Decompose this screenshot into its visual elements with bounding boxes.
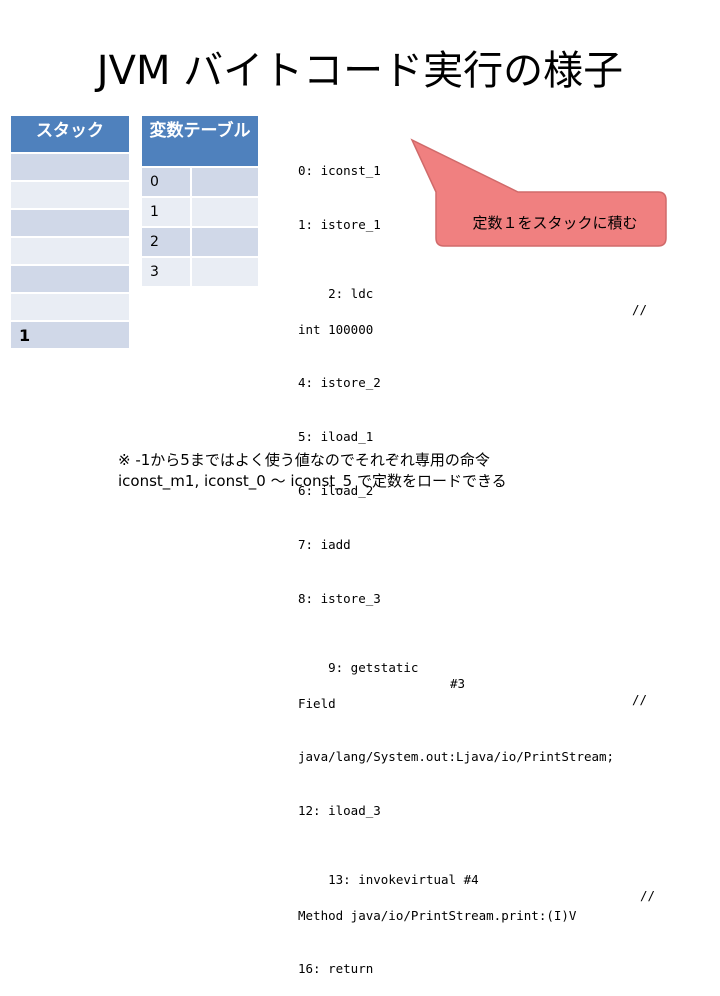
stack-slot	[11, 294, 129, 322]
code-line: 6: iload_2	[298, 483, 374, 498]
footnote: ※ -1から5まではよく使う値なのでそれぞれ専用の命令 iconst_m1, i…	[118, 450, 507, 492]
stack-slot	[11, 266, 129, 294]
footnote-line: ※ -1から5まではよく使う値なのでそれぞれ専用の命令	[118, 451, 490, 469]
variable-row: 2	[142, 228, 258, 258]
code-instruction: 13: invokevirtual #4	[328, 872, 479, 887]
callout-text: 定数１をスタックに積む	[472, 214, 638, 232]
code-line: 9: getstatic #3 //	[298, 644, 698, 707]
code-comment: //	[640, 888, 656, 903]
variable-row: 3	[142, 258, 258, 288]
code-line: 4: istore_2	[298, 375, 381, 390]
variable-row: 0	[142, 168, 258, 198]
variable-value	[190, 228, 258, 256]
variable-value	[190, 258, 258, 286]
footnote-line: iconst_m1, iconst_0 ～ iconst_5 で定数をロードでき…	[118, 472, 507, 490]
code-line: 0: iconst_1	[298, 163, 381, 178]
stack-slot	[11, 154, 129, 182]
code-line: int 100000	[298, 322, 374, 337]
variable-index: 0	[150, 174, 159, 190]
variable-header: 変数テーブル	[142, 116, 258, 168]
code-instruction: 9: getstatic	[328, 660, 419, 675]
code-comment: //	[632, 302, 648, 317]
code-line: 13: invokevirtual #4 //	[298, 856, 698, 903]
stack-header: スタック	[11, 116, 129, 154]
variable-index: 2	[150, 234, 159, 250]
stack-table: スタック 1	[11, 116, 129, 350]
variable-value	[190, 198, 258, 226]
stack-slot: 1	[11, 322, 129, 350]
variable-index: 3	[150, 264, 159, 280]
variable-index: 1	[150, 204, 159, 220]
variable-table: 変数テーブル 0 1 2 3	[142, 116, 258, 288]
code-line: java/lang/System.out:Ljava/io/PrintStrea…	[298, 749, 615, 764]
variable-row: 1	[142, 198, 258, 228]
stack-slot	[11, 182, 129, 210]
code-line: Field	[298, 696, 336, 711]
code-line: 8: istore_3	[298, 591, 381, 606]
code-line: 12: iload_3	[298, 803, 381, 818]
code-line: 2: ldc //	[298, 270, 698, 317]
code-instruction: 2: ldc	[328, 286, 374, 301]
code-line: 7: iadd	[298, 537, 351, 552]
code-line: 5: iload_1	[298, 429, 374, 444]
code-line: Method java/io/PrintStream.print:(I)V	[298, 908, 577, 923]
bytecode-listing: 0: iconst_1 1: istore_1 2: ldc // int 10…	[298, 126, 698, 996]
variable-value	[190, 168, 258, 196]
stack-slot	[11, 238, 129, 266]
stack-slot	[11, 210, 129, 238]
code-operand: #3	[450, 676, 466, 691]
code-line: 1: istore_1	[298, 217, 381, 232]
slide-title: JVM バイトコード実行の様子	[96, 48, 624, 94]
code-line: 16: return	[298, 961, 374, 976]
